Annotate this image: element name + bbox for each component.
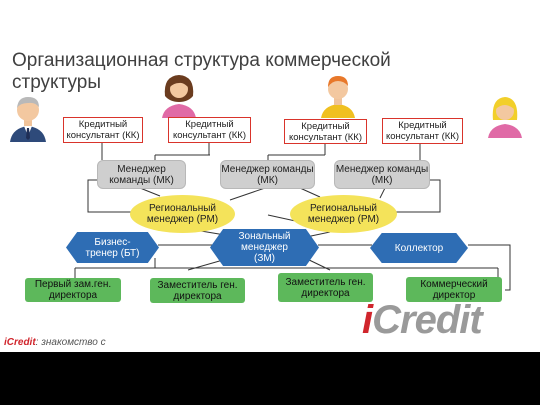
credit-consultant-box: Кредитный консультант (КК) bbox=[168, 117, 251, 143]
connector-line bbox=[229, 187, 266, 201]
credit-consultant-box: Кредитный консультант (КК) bbox=[284, 119, 367, 144]
connector-line bbox=[468, 244, 511, 291]
deputy-director-box: Заместитель ген. директора bbox=[278, 273, 373, 302]
team-manager-box: Менеджер команды (МК) bbox=[97, 160, 186, 189]
connector-line bbox=[379, 187, 386, 199]
connector-line bbox=[299, 187, 321, 198]
commercial-director-box: Коммерческий директор bbox=[406, 277, 502, 302]
connector-line bbox=[139, 187, 161, 197]
regional-manager-ellipse: Региональный менеджер (РМ) bbox=[290, 195, 397, 233]
zonal-manager-hexagon: Зональный менеджер (ЗМ) bbox=[210, 229, 319, 266]
credit-consultant-box: Кредитный консультант (КК) bbox=[382, 118, 463, 144]
footer-caption: iCredit: знакомство с bbox=[4, 337, 106, 348]
woman-avatar-icon bbox=[488, 97, 522, 138]
woman-avatar-icon bbox=[162, 75, 196, 118]
connector-line bbox=[395, 179, 441, 213]
man-avatar-icon bbox=[10, 97, 46, 142]
icredit-logo: iCredit bbox=[362, 298, 483, 342]
team-manager-box: Менеджер команды (МК) bbox=[334, 160, 430, 189]
credit-consultant-box: Кредитный консультант (КК) bbox=[63, 117, 143, 143]
footer-brand: iCredit bbox=[4, 337, 36, 348]
page-title: Организационная структура коммерческой с… bbox=[12, 50, 391, 93]
man-avatar-icon bbox=[321, 76, 355, 118]
first-deputy-director-box: Первый зам.ген. директора bbox=[25, 278, 121, 302]
connector-line bbox=[87, 179, 135, 213]
team-manager-box: Менеджер команды (МК) bbox=[220, 160, 315, 189]
deputy-director-box: Заместитель ген. директора bbox=[150, 278, 245, 303]
footer-text: : знакомство с bbox=[35, 337, 106, 348]
footer-band bbox=[0, 352, 540, 405]
collector-hexagon: Коллектор bbox=[370, 233, 468, 263]
regional-manager-ellipse: Региональный менеджер (РМ) bbox=[130, 195, 235, 233]
business-trainer-hexagon: Бизнес-тренер (БТ) bbox=[66, 232, 159, 263]
